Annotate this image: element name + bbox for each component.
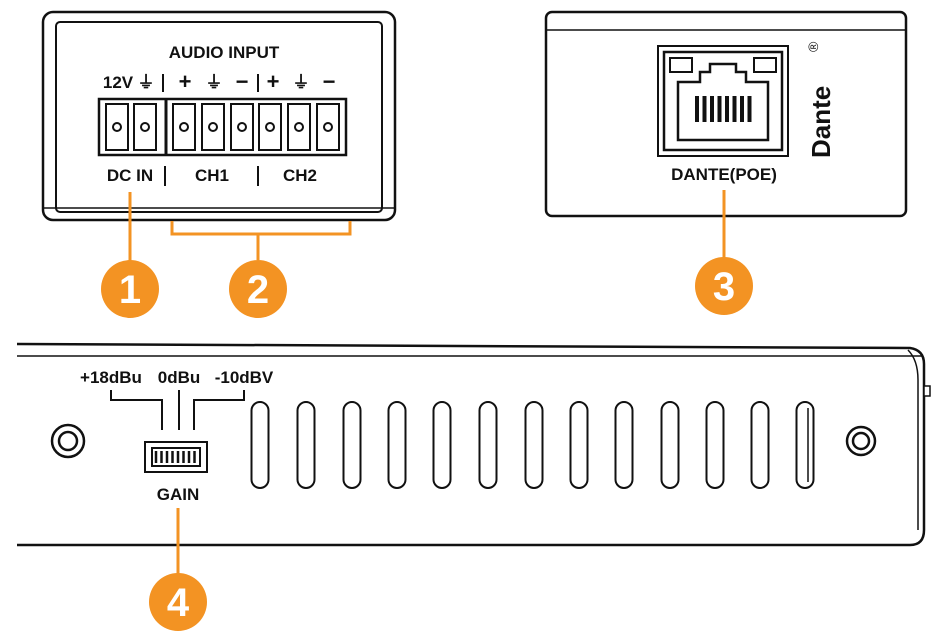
dante-panel: Dante ® DANTE(POE) <box>544 10 908 218</box>
vent-slot <box>750 401 770 489</box>
registered-mark: ® <box>805 41 821 52</box>
gain-switch[interactable] <box>144 441 208 473</box>
ch2-minus-symbol: − <box>323 69 336 94</box>
vent-slot <box>614 401 634 489</box>
gain-option-0dbu: 0dBu <box>158 368 201 387</box>
gain-leader-line <box>110 390 163 430</box>
gain-option-18dbu: +18dBu <box>80 368 142 387</box>
callout-4-number: 4 <box>167 581 190 625</box>
ground-icon: ⏚ <box>138 73 155 92</box>
callout-1: 1 <box>101 260 159 318</box>
channel-bracket <box>170 221 352 236</box>
callout-3-number: 3 <box>713 265 735 309</box>
vent-slot <box>795 401 815 489</box>
terminal-slot <box>230 103 254 151</box>
vent-slot <box>342 401 362 489</box>
audio-input-panel: AUDIO INPUT 12V ⏚ + ⏚ − + ⏚ − DC IN CH1 … <box>41 10 397 222</box>
ethernet-port-icon <box>657 45 789 157</box>
vent-slot <box>432 401 452 489</box>
side-panel: +18dBu 0dBu -10dBV GAIN <box>16 342 931 547</box>
callout-1-number: 1 <box>119 268 141 312</box>
ground-icon: ⏚ <box>206 73 223 92</box>
vent-slot <box>569 401 589 489</box>
side-tab <box>923 385 931 397</box>
ch2-plus-symbol: + <box>267 69 280 94</box>
terminal-slot <box>316 103 340 151</box>
ch1-label: CH1 <box>195 166 229 185</box>
vent-slot <box>524 401 544 489</box>
vent-slot <box>296 401 316 489</box>
callout-3: 3 <box>695 257 753 315</box>
ground-icon: ⏚ <box>293 73 310 92</box>
dante-logo-text: Dante <box>806 86 836 158</box>
callout-2: 2 <box>229 260 287 318</box>
ch1-minus-symbol: − <box>236 69 249 94</box>
terminal-slot <box>287 103 311 151</box>
vent-slot <box>250 401 270 489</box>
ch2-label: CH2 <box>283 166 317 185</box>
callout-4: 4 <box>149 573 207 631</box>
terminal-slot <box>201 103 225 151</box>
vent-slot <box>387 401 407 489</box>
terminal-slot <box>105 103 129 151</box>
vent-slot <box>660 401 680 489</box>
ch1-plus-symbol: + <box>179 69 192 94</box>
terminal-slot <box>258 103 282 151</box>
screw-icon <box>50 423 86 459</box>
terminal-block <box>97 97 348 157</box>
vent-slots <box>250 401 815 489</box>
gain-leader-line <box>193 390 245 430</box>
dante-poe-label: DANTE(POE) <box>671 165 777 184</box>
terminal-slot <box>133 103 157 151</box>
audio-input-title: AUDIO INPUT <box>169 43 280 62</box>
vent-slot <box>478 401 498 489</box>
gain-option-10dbv: -10dBV <box>215 368 274 387</box>
terminal-slot <box>172 103 196 151</box>
screw-icon <box>845 425 877 457</box>
v12-label: 12V <box>103 73 134 92</box>
dante-logo-icon: Dante ® <box>805 41 836 158</box>
vent-slot <box>705 401 725 489</box>
dc-in-label: DC IN <box>107 166 153 185</box>
callout-2-number: 2 <box>247 268 269 312</box>
gain-label: GAIN <box>157 485 200 504</box>
